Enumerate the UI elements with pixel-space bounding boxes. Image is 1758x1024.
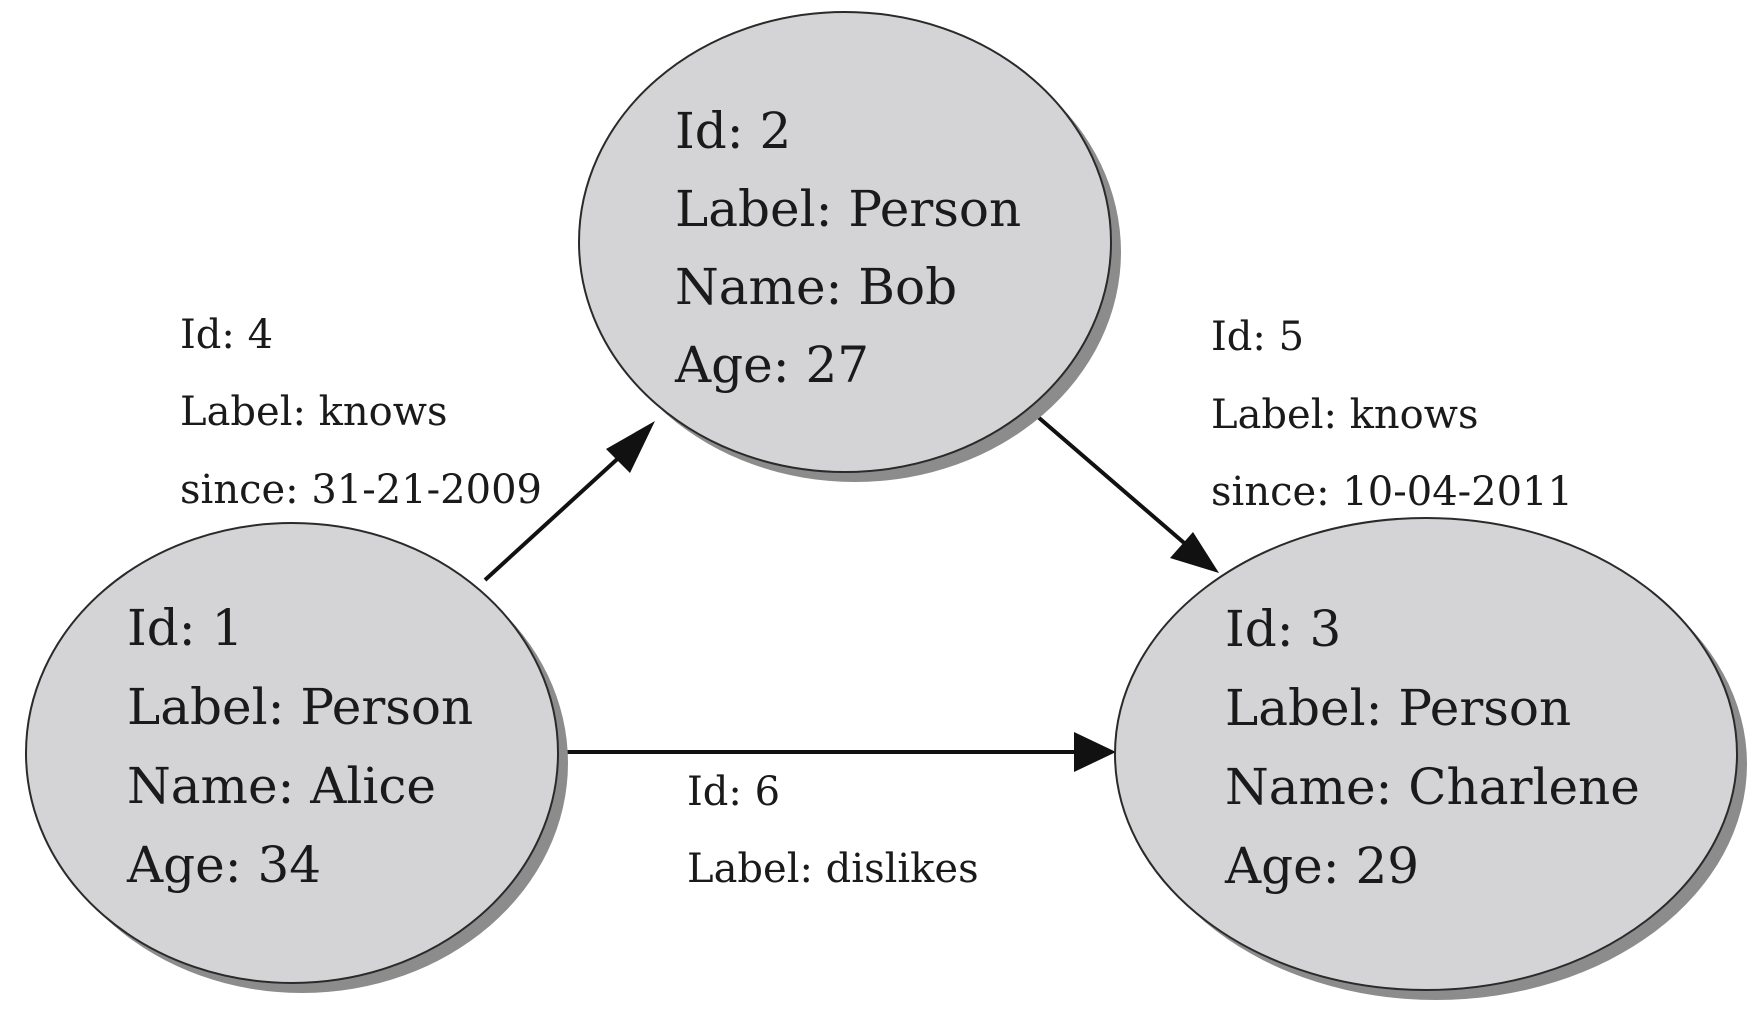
node-label: Label: Person <box>1225 679 1571 737</box>
node-id: Id: 2 <box>675 102 791 160</box>
node-name: Name: Alice <box>127 757 436 815</box>
edge-alice-dislikes-charlene <box>558 732 1116 772</box>
node-ellipse <box>25 522 559 984</box>
edge-label-4: Id: 4 Label: knows since: 31-21-2009 <box>180 312 542 513</box>
edge-since: since: 10-04-2011 <box>1211 469 1573 515</box>
arrowhead-5 <box>1170 532 1219 573</box>
arrowhead-6 <box>1074 732 1116 772</box>
node-age: Age: 34 <box>126 836 321 894</box>
node-bob: Id: 2 Label: Person Name: Bob Age: 27 <box>578 11 1121 482</box>
node-ellipse <box>578 11 1112 473</box>
edge-label: Label: dislikes <box>687 846 979 892</box>
node-alice: Id: 1 Label: Person Name: Alice Age: 34 <box>25 522 568 993</box>
arrowhead-4 <box>606 421 655 473</box>
node-id: Id: 3 <box>1225 600 1341 658</box>
edge-alice-knows-bob <box>483 421 655 582</box>
edge-label-6: Id: 6 Label: dislikes <box>687 769 979 892</box>
edge-label-5: Id: 5 Label: knows since: 10-04-2011 <box>1211 314 1573 515</box>
edge-label: Label: knows <box>1211 392 1479 438</box>
node-label: Label: Person <box>675 180 1021 238</box>
edge-line-4 <box>483 450 627 582</box>
edge-id: Id: 4 <box>180 312 273 358</box>
node-name: Name: Charlene <box>1225 758 1640 816</box>
node-charlene: Id: 3 Label: Person Name: Charlene Age: … <box>1114 517 1747 1000</box>
node-name: Name: Bob <box>675 258 957 316</box>
node-ellipse <box>1114 517 1738 991</box>
node-age: Age: 27 <box>674 336 869 394</box>
edge-bob-knows-charlene <box>1036 415 1219 573</box>
edge-id: Id: 5 <box>1211 314 1304 360</box>
edge-id: Id: 6 <box>687 769 780 815</box>
edge-since: since: 31-21-2009 <box>180 467 542 513</box>
edge-label: Label: knows <box>180 389 448 435</box>
edge-line-5 <box>1036 415 1192 550</box>
node-label: Label: Person <box>127 678 473 736</box>
node-age: Age: 29 <box>1224 837 1419 895</box>
node-id: Id: 1 <box>127 599 243 657</box>
